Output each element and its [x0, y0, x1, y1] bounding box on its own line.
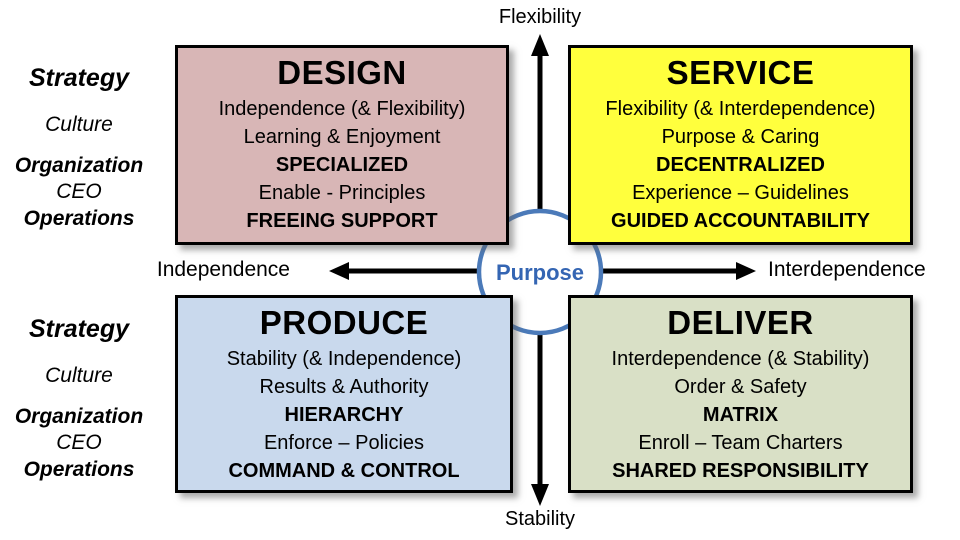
axis-label-interdependence: Interdependence — [768, 258, 926, 281]
quadrant-line: Learning & Enjoyment — [243, 126, 441, 148]
axis-label-stability: Stability — [504, 508, 576, 530]
side-label-organization: Organization — [14, 154, 144, 177]
side-label-strategy: Strategy — [28, 64, 130, 92]
quadrant-deliver: DELIVER Interdependence (& Stability) Or… — [568, 295, 913, 493]
purpose-label: Purpose — [496, 260, 584, 285]
quadrant-line: Flexibility (& Interdependence) — [605, 98, 876, 120]
side-label-operations: Operations — [23, 207, 135, 230]
side-label-culture: Culture — [45, 113, 113, 136]
side-label-ceo: CEO — [56, 431, 102, 454]
quadrant-produce: PRODUCE Stability (& Independence) Resul… — [175, 295, 513, 493]
quadrant-line: Enforce – Policies — [263, 432, 425, 454]
axis-label-independence: Independence — [156, 258, 290, 281]
quadrant-keyword: GUIDED ACCOUNTABILITY — [611, 210, 870, 232]
quadrant-title: SERVICE — [666, 54, 815, 91]
side-label-culture: Culture — [45, 364, 113, 387]
side-label-ceo: CEO — [56, 180, 102, 203]
quadrant-keyword: DECENTRALIZED — [656, 154, 825, 176]
quadrant-title: DESIGN — [277, 54, 407, 91]
quadrant-line: Stability (& Independence) — [226, 348, 462, 370]
quadrant-line: Independence (& Flexibility) — [218, 98, 466, 120]
right-arrow-icon — [736, 262, 756, 280]
quadrant-keyword: SHARED RESPONSIBILITY — [612, 460, 869, 482]
quadrant-keyword: MATRIX — [702, 404, 779, 426]
quadrant-line: Enable - Principles — [258, 182, 426, 204]
quadrant-keyword: COMMAND & CONTROL — [228, 460, 460, 482]
quadrant-title: DELIVER — [667, 304, 814, 341]
axis-label-flexibility: Flexibility — [498, 6, 582, 28]
quadrant-keyword: SPECIALIZED — [275, 154, 409, 176]
quadrant-line: Results & Authority — [259, 376, 429, 398]
quadrant-line: Interdependence (& Stability) — [611, 348, 870, 370]
side-label-strategy: Strategy — [28, 315, 130, 343]
quadrant-service: SERVICE Flexibility (& Interdependence) … — [568, 45, 913, 245]
quadrant-line: Order & Safety — [674, 376, 807, 398]
quadrant-line: Enroll – Team Charters — [638, 432, 843, 454]
quadrant-title: PRODUCE — [259, 304, 429, 341]
left-arrow-icon — [329, 262, 349, 280]
side-label-organization: Organization — [14, 405, 144, 428]
side-labels-bottom-group: Strategy Culture Organization CEO Operat… — [0, 314, 158, 482]
quadrant-line: Purpose & Caring — [661, 126, 820, 148]
side-labels-top-group: Strategy Culture Organization CEO Operat… — [0, 63, 158, 231]
side-label-operations: Operations — [23, 458, 135, 481]
quadrant-keyword: HIERARCHY — [284, 404, 404, 426]
quadrant-keyword: FREEING SUPPORT — [246, 210, 438, 232]
quadrant-design: DESIGN Independence (& Flexibility) Lear… — [175, 45, 509, 245]
quadrant-line: Experience – Guidelines — [632, 182, 849, 204]
up-arrow-icon — [531, 34, 549, 56]
down-arrow-icon — [531, 484, 549, 506]
